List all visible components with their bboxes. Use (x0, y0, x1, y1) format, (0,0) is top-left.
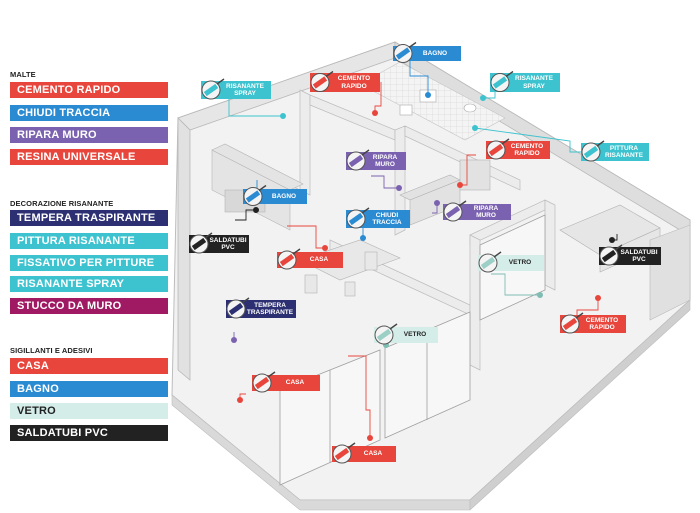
callout-vetro-2[interactable]: VETRO (374, 327, 438, 343)
callout-cemento-rapido-1[interactable]: CEMENTO RAPIDO (310, 73, 380, 92)
callout-casa-3[interactable]: CASA (332, 446, 396, 462)
legend-item-fissativo-per-pitture[interactable]: FISSATIVO PER PITTURE (10, 255, 168, 271)
callout-risanante-spray-2[interactable]: RISANANTE SPRAY (490, 73, 560, 92)
callout-bagno-kitchen[interactable]: BAGNO (243, 189, 307, 204)
legend-item-risanante-spray[interactable]: RISANANTE SPRAY (10, 276, 168, 292)
legend-section-title-decorazione: DECORAZIONE RISANANTE (10, 199, 114, 208)
legend-item-saldatubi-pvc[interactable]: SALDATUBI PVC (10, 425, 168, 441)
callout-label: VETRO (508, 259, 532, 267)
callout-cemento-rapido-2[interactable]: CEMENTO RAPIDO (486, 141, 550, 159)
callout-vetro-1[interactable]: VETRO (478, 255, 544, 271)
callout-label: PITTURA RISANANTE (605, 144, 643, 159)
callout-label: RIPARA MURO (473, 204, 499, 219)
legend-section-title-malte: MALTE (10, 70, 36, 79)
floor-right-face (469, 299, 691, 511)
callout-label: RIPARA MURO (372, 153, 398, 168)
callout-saldatubi-pvc-1[interactable]: SALDATUBI PVC (189, 235, 249, 253)
callout-label: SALDATUBI PVC (620, 248, 658, 263)
leader-dots (231, 92, 615, 441)
dining-set (299, 239, 401, 297)
callout-label: BAGNO (422, 49, 448, 57)
callout-label: SALDATUBI PVC (209, 236, 247, 251)
callout-label: TEMPERA TRASPIRANTE (246, 301, 294, 316)
callout-saldatubi-pvc-2[interactable]: SALDATUBI PVC (599, 247, 661, 265)
callout-label: CEMENTO RAPIDO (337, 75, 371, 90)
callout-tempera-traspirante[interactable]: TEMPERA TRASPIRANTE (226, 300, 296, 318)
callout-label: CASA (309, 256, 329, 264)
legend-item-vetro[interactable]: VETRO (10, 403, 168, 419)
left-outer-wall (177, 117, 191, 381)
legend-item-ripara-muro[interactable]: RIPARA MURO (10, 127, 168, 143)
callout-label: RISANANTE SPRAY (226, 82, 264, 97)
callout-label: RISANANTE SPRAY (515, 75, 553, 90)
callout-casa-2[interactable]: CASA (252, 375, 320, 391)
callout-chiudi-traccia[interactable]: CHIUDI TRACCIA (346, 210, 410, 228)
legend-item-pittura-risanante[interactable]: PITTURA RISANANTE (10, 233, 168, 249)
legend-item-bagno[interactable]: BAGNO (10, 381, 168, 397)
callout-label: CHIUDI TRACCIA (372, 211, 402, 226)
callout-label: CEMENTO RAPIDO (510, 142, 544, 157)
product-legend: MALTE CEMENTO RAPIDO CHIUDI TRACCIA RIPA… (0, 0, 175, 513)
legend-item-stucco-da-muro[interactable]: STUCCO DA MURO (10, 298, 168, 314)
callout-pittura-risanante[interactable]: PITTURA RISANANTE (581, 143, 649, 161)
callout-label: CASA (285, 379, 305, 387)
callout-label: CEMENTO RAPIDO (585, 316, 619, 331)
callout-casa-1[interactable]: CASA (277, 252, 343, 268)
legend-item-tempera-traspirante[interactable]: TEMPERA TRASPIRANTE (10, 210, 168, 226)
callout-label: CASA (363, 450, 383, 458)
callout-label: BAGNO (271, 192, 297, 200)
callout-ripara-muro-2[interactable]: RIPARA MURO (443, 204, 511, 220)
callout-cemento-rapido-3[interactable]: CEMENTO RAPIDO (560, 315, 626, 333)
legend-item-chiudi-traccia[interactable]: CHIUDI TRACCIA (10, 105, 168, 121)
callout-bagno-top[interactable]: BAGNO (393, 46, 461, 61)
legend-item-resina-universale[interactable]: RESINA UNIVERSALE (10, 149, 168, 165)
legend-section-title-sigillanti: SIGILLANTI E ADESIVI (10, 346, 93, 355)
callout-risanante-spray-1[interactable]: RISANANTE SPRAY (201, 81, 271, 99)
callout-ripara-muro-1[interactable]: RIPARA MURO (346, 152, 406, 170)
legend-item-casa[interactable]: CASA (10, 358, 168, 374)
legend-item-cemento-rapido[interactable]: CEMENTO RAPIDO (10, 82, 168, 98)
callout-label: VETRO (403, 331, 427, 339)
